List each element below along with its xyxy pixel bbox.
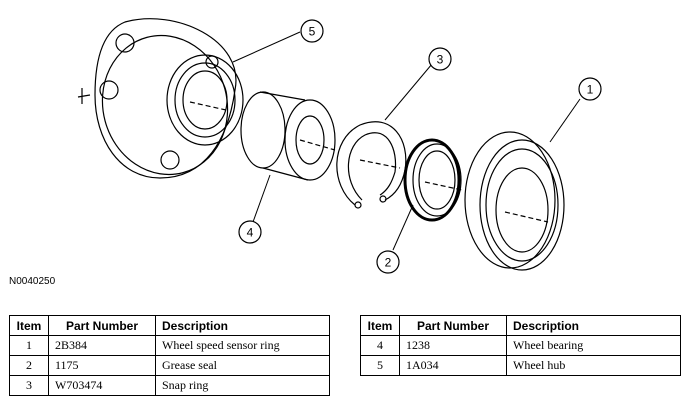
- callout-3-label: 3: [437, 53, 444, 67]
- table-row: 5 1A034 Wheel hub: [360, 355, 681, 376]
- description-cell: Wheel bearing: [506, 335, 681, 356]
- figure-id: N0040250: [9, 276, 56, 287]
- sensor-ring-drawing: [464, 131, 565, 271]
- callout-5: 5: [300, 19, 324, 43]
- parts-table-left: Item Part Number Description 1 2B384 Whe…: [9, 315, 330, 396]
- callout-5-label: 5: [309, 25, 316, 39]
- description-cell: Snap ring: [155, 375, 330, 396]
- wheel-hub-drawing: [77, 18, 244, 179]
- header-description: Description: [155, 315, 330, 336]
- table-row: 3 W703474 Snap ring: [9, 375, 330, 396]
- callout-2-label: 2: [385, 256, 392, 270]
- callout-1: 1: [578, 77, 602, 101]
- snap-ring-drawing: [336, 121, 407, 209]
- header-description: Description: [506, 315, 681, 336]
- parts-table-right: Item Part Number Description 4 1238 Whee…: [360, 315, 681, 376]
- part-number-cell: 1238: [399, 335, 507, 356]
- leader-lines: [232, 31, 581, 251]
- callout-4: 4: [238, 220, 262, 244]
- table-row: 1 2B384 Wheel speed sensor ring: [9, 335, 330, 356]
- part-number-cell: W703474: [48, 375, 156, 396]
- description-cell: Grease seal: [155, 355, 330, 376]
- item-cell: 2: [9, 355, 49, 376]
- part-number-cell: 1A034: [399, 355, 507, 376]
- callout-1-label: 1: [587, 83, 594, 97]
- wheel-bearing-drawing: [240, 91, 336, 181]
- callout-2: 2: [376, 250, 400, 274]
- item-cell: 5: [360, 355, 400, 376]
- header-part-number: Part Number: [399, 315, 507, 336]
- table-header-row: Item Part Number Description: [9, 315, 330, 336]
- header-part-number: Part Number: [48, 315, 156, 336]
- table-header-row: Item Part Number Description: [360, 315, 681, 336]
- table-row: 4 1238 Wheel bearing: [360, 335, 681, 356]
- grease-seal-drawing: [403, 138, 463, 222]
- item-cell: 4: [360, 335, 400, 356]
- header-item: Item: [360, 315, 400, 336]
- description-cell: Wheel hub: [506, 355, 681, 376]
- callout-3: 3: [428, 47, 452, 71]
- table-row: 2 1175 Grease seal: [9, 355, 330, 376]
- part-number-cell: 2B384: [48, 335, 156, 356]
- item-cell: 1: [9, 335, 49, 356]
- callout-4-label: 4: [247, 226, 254, 240]
- header-item: Item: [9, 315, 49, 336]
- description-cell: Wheel speed sensor ring: [155, 335, 330, 356]
- part-number-cell: 1175: [48, 355, 156, 376]
- exploded-parts-diagram: 5 4 3 2 1: [77, 18, 602, 274]
- item-cell: 3: [9, 375, 49, 396]
